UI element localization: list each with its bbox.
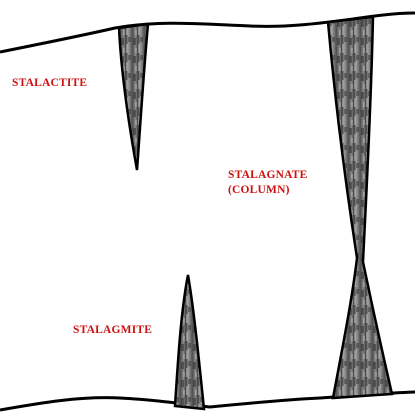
stalagnate-column-shape <box>328 17 392 398</box>
stalagmite-shape <box>175 275 204 409</box>
stalactite-shape <box>119 24 148 170</box>
column-label: (COLUMN) <box>228 183 290 197</box>
stalactite-label: STALACTITE <box>12 76 87 90</box>
stalagnate-label: STALAGNATE <box>228 168 308 182</box>
stalagmite-label: STALAGMITE <box>73 323 152 337</box>
